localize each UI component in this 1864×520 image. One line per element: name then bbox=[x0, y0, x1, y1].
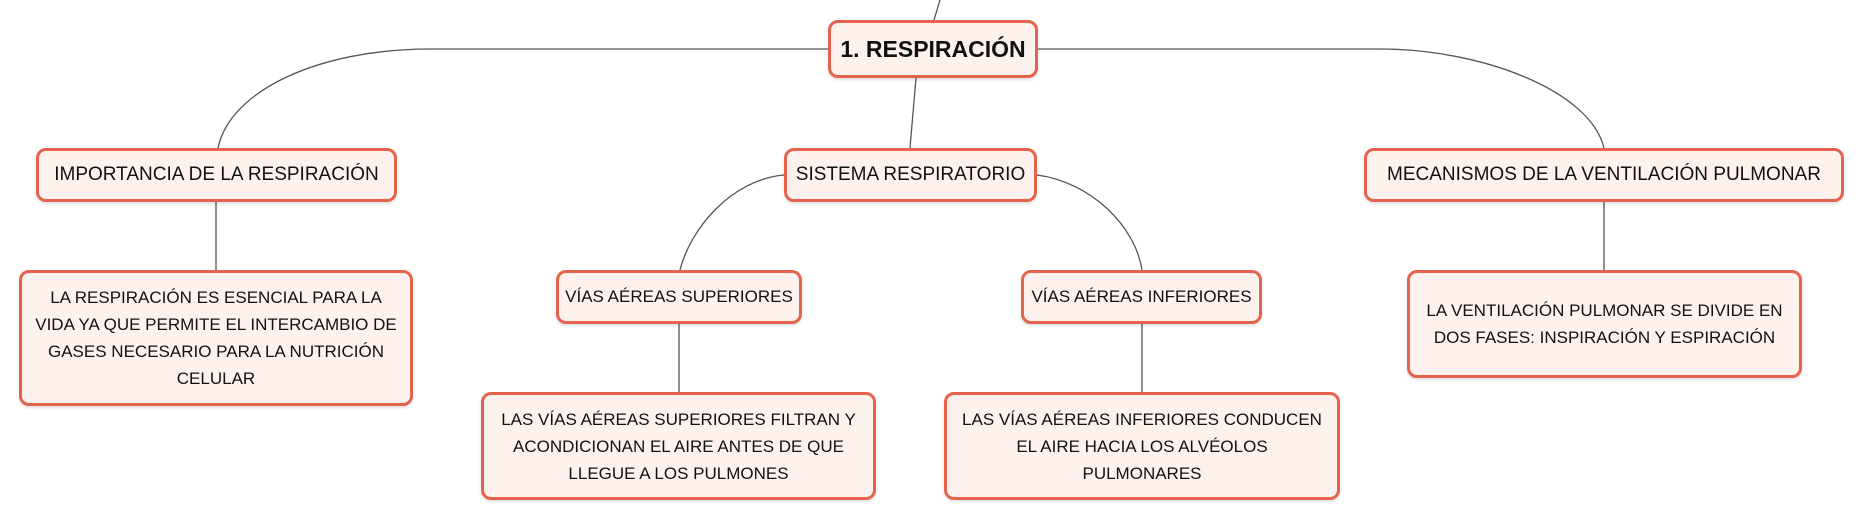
topic-vias-inferiores[interactable]: VÍAS AÉREAS INFERIORES bbox=[1021, 270, 1262, 324]
topic-sistema-respiratorio[interactable]: SISTEMA RESPIRATORIO bbox=[784, 148, 1037, 202]
desc-importancia[interactable]: LA RESPIRACIÓN ES ESENCIAL PARA LA VIDA … bbox=[19, 270, 413, 406]
desc-vias-inferiores-text: LAS VÍAS AÉREAS INFERIORES CONDUCEN EL A… bbox=[962, 409, 1322, 483]
root-topic-respiracion[interactable]: 1. RESPIRACIÓN bbox=[828, 20, 1038, 78]
topic-mecanismos-label: MECANISMOS DE LA VENTILACIÓN PULMONAR bbox=[1387, 164, 1821, 185]
topic-importancia-label: IMPORTANCIA DE LA RESPIRACIÓN bbox=[54, 164, 379, 185]
connector-parent-to-root bbox=[933, 0, 941, 21]
topic-importancia-respiracion[interactable]: IMPORTANCIA DE LA RESPIRACIÓN bbox=[36, 148, 397, 202]
topic-vias-inferiores-label: VÍAS AÉREAS INFERIORES bbox=[1031, 287, 1252, 306]
desc-vias-superiores[interactable]: LAS VÍAS AÉREAS SUPERIORES FILTRAN Y ACO… bbox=[481, 392, 876, 500]
topic-sistema-label: SISTEMA RESPIRATORIO bbox=[795, 164, 1026, 185]
desc-importancia-text: LA RESPIRACIÓN ES ESENCIAL PARA LA VIDA … bbox=[35, 288, 397, 388]
topic-vias-superiores[interactable]: VÍAS AÉREAS SUPERIORES bbox=[556, 270, 802, 324]
desc-mecanismos[interactable]: LA VENTILACIÓN PULMONAR SE DIVIDE EN DOS… bbox=[1407, 270, 1802, 378]
desc-vias-inferiores[interactable]: LAS VÍAS AÉREAS INFERIORES CONDUCEN EL A… bbox=[944, 392, 1340, 500]
connector-sistema-to-inferiores bbox=[1036, 174, 1143, 271]
connector-root-to-mecanismos bbox=[1038, 48, 1605, 149]
connector-root-to-importancia bbox=[217, 48, 828, 149]
desc-vias-superiores-text: LAS VÍAS AÉREAS SUPERIORES FILTRAN Y ACO… bbox=[501, 409, 856, 483]
root-topic-label: 1. RESPIRACIÓN bbox=[840, 35, 1026, 62]
desc-mecanismos-text: LA VENTILACIÓN PULMONAR SE DIVIDE EN DOS… bbox=[1426, 301, 1783, 347]
connector-sistema-to-superiores bbox=[679, 174, 785, 271]
topic-vias-superiores-label: VÍAS AÉREAS SUPERIORES bbox=[565, 287, 793, 306]
topic-mecanismos-ventilacion[interactable]: MECANISMOS DE LA VENTILACIÓN PULMONAR bbox=[1364, 148, 1844, 202]
connector-root-to-sistema bbox=[909, 77, 917, 149]
